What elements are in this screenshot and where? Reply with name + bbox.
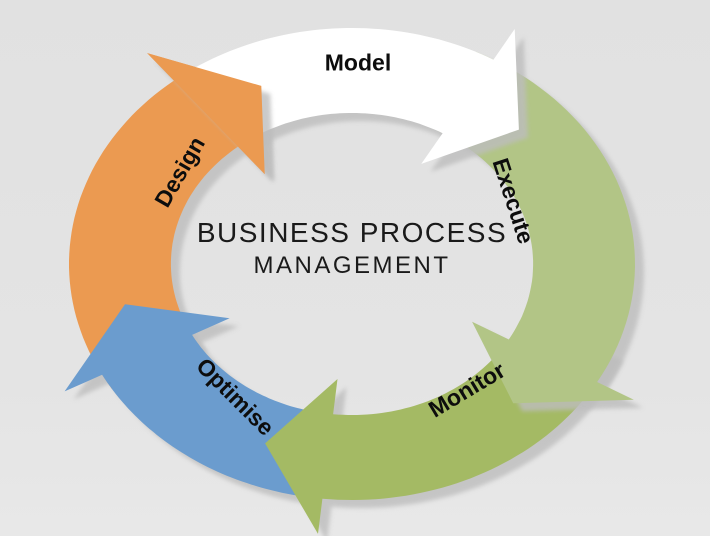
design-arrowhead [147,53,265,175]
label-model: Model [324,49,392,76]
optimise-arrow [64,304,321,497]
title-line-1: BUSINESS PROCESS [196,216,508,248]
model-arrow [189,28,519,164]
title-line-2: MANAGEMENT [253,251,451,279]
design-arrow [69,53,265,390]
diagram-title: BUSINESS PROCESS MANAGEMENT [197,215,507,281]
